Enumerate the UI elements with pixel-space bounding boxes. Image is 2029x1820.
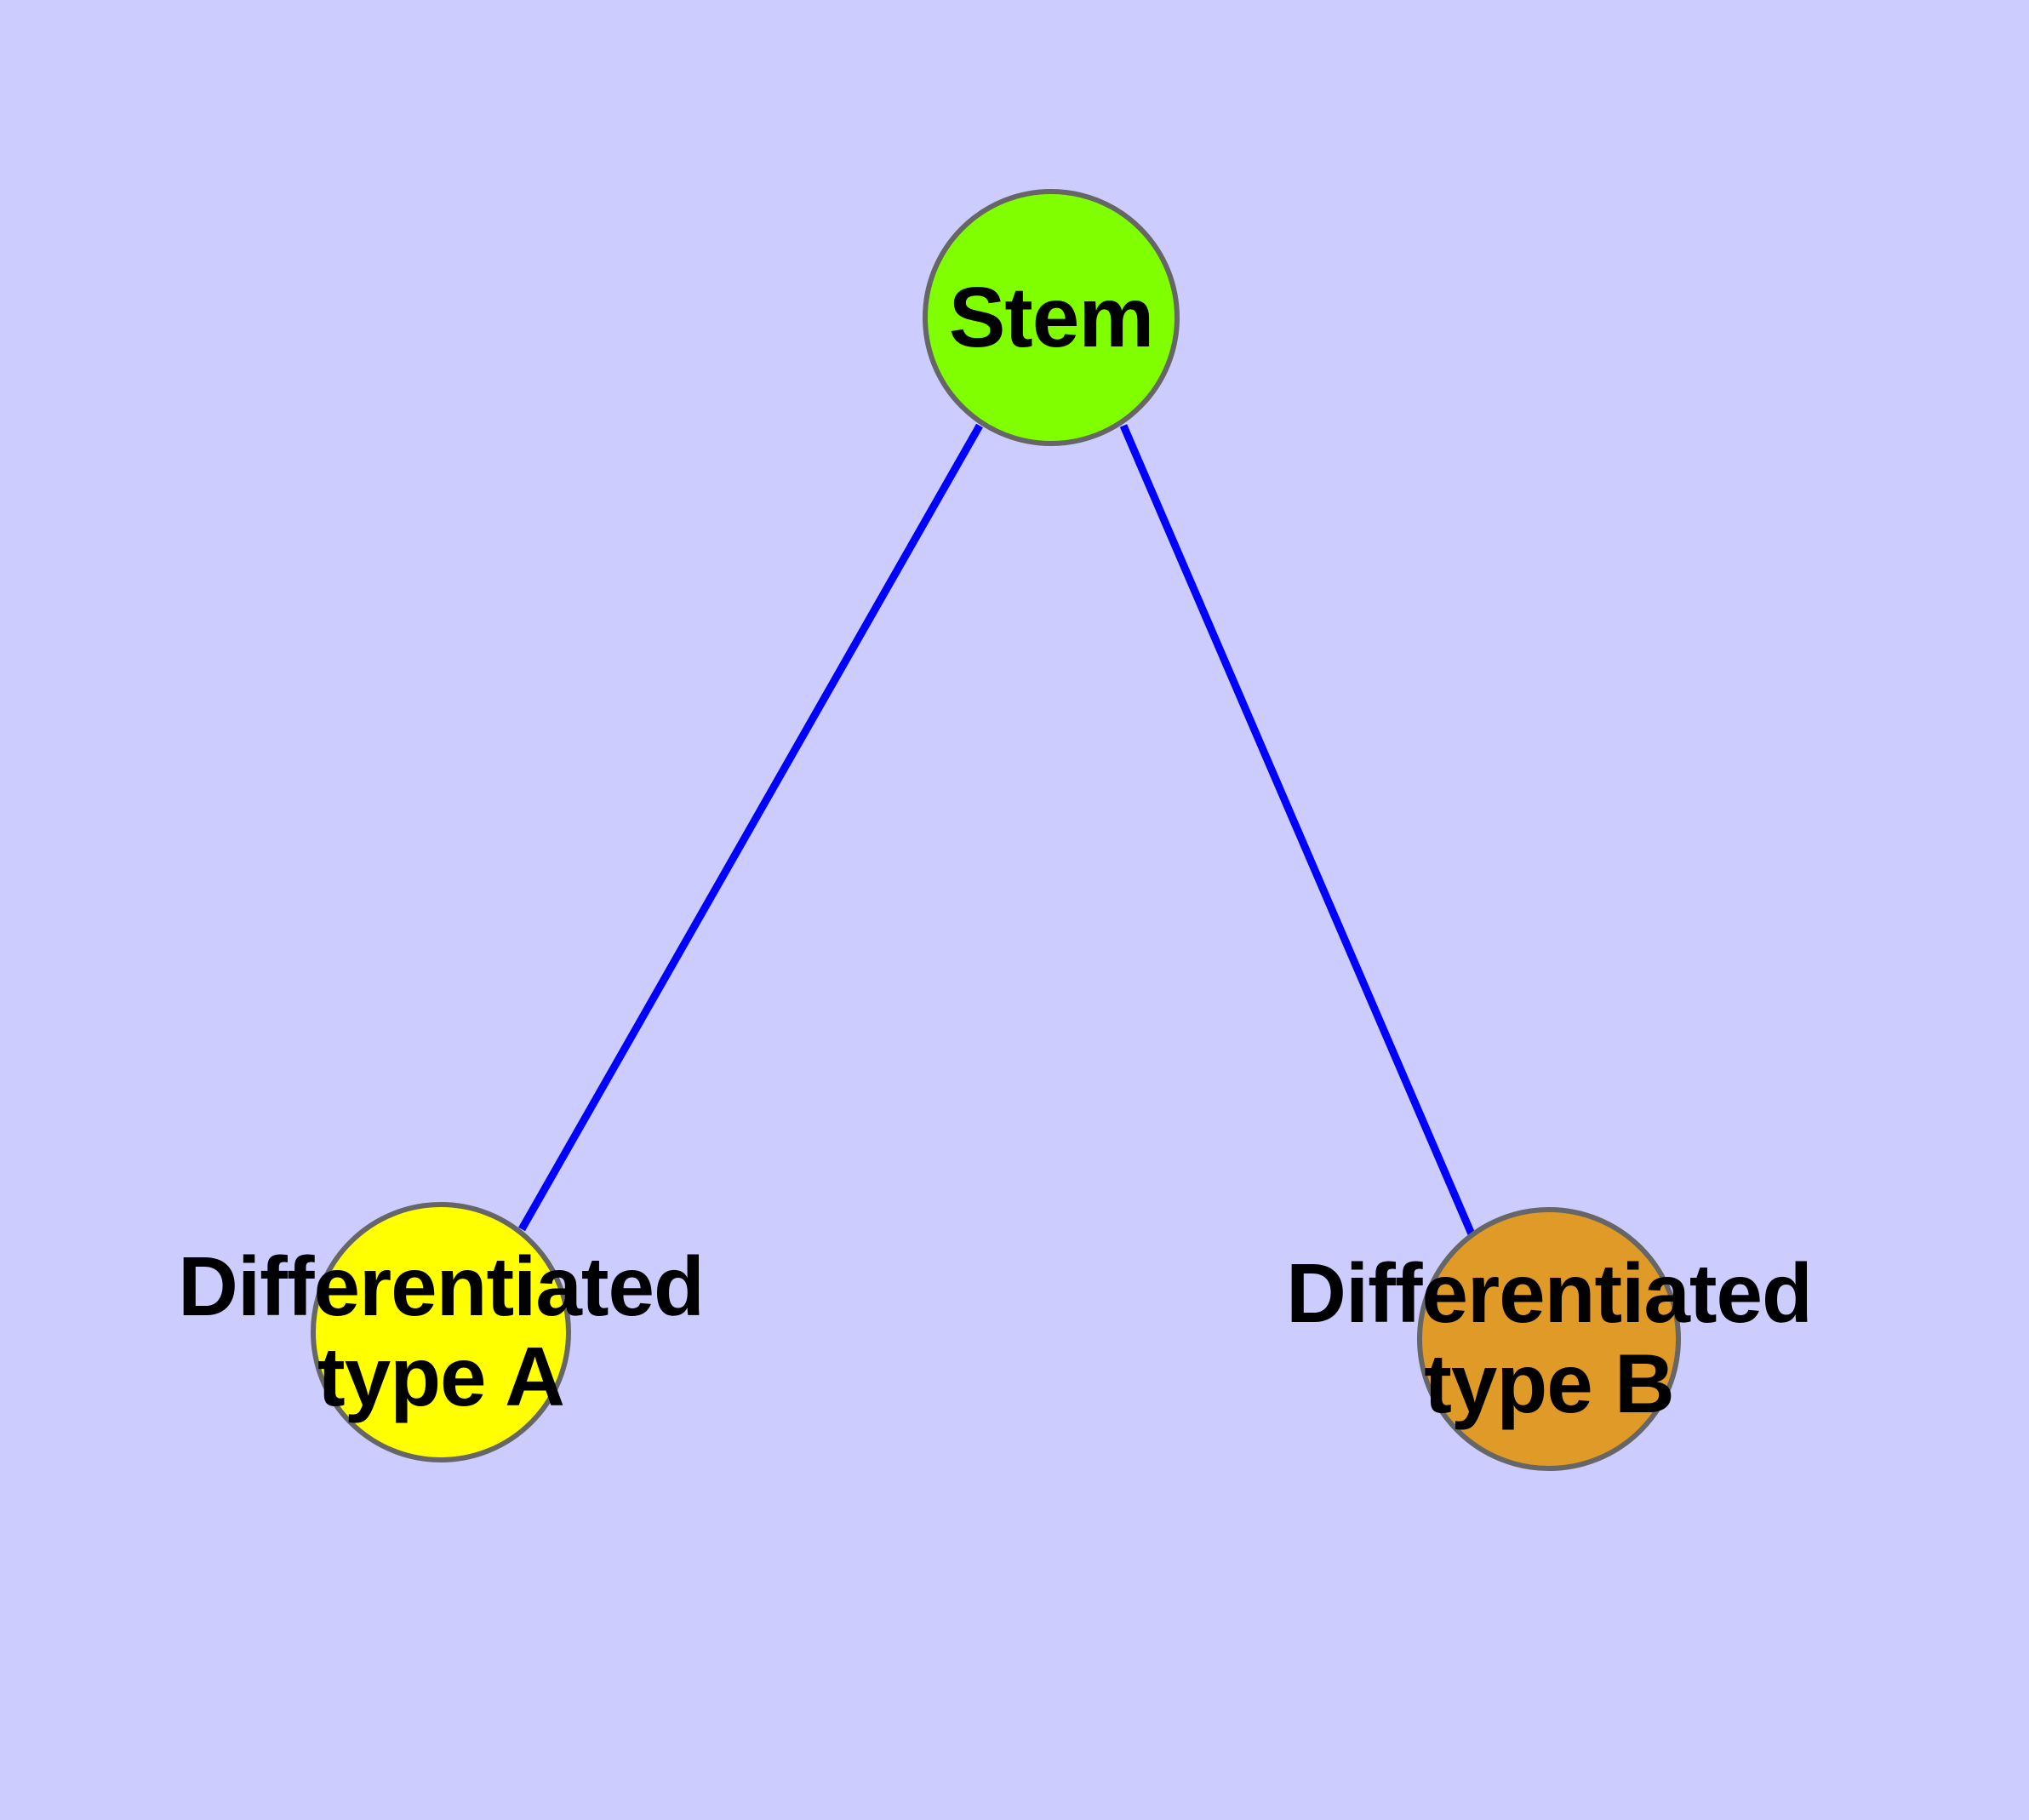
- edge-stem-to-diff_a[interactable]: [518, 423, 983, 1232]
- node-stem[interactable]: [923, 189, 1180, 446]
- node-diff_b[interactable]: [1417, 1207, 1681, 1471]
- node-diff_a[interactable]: [311, 1202, 571, 1462]
- node-label-diff_b: Differentiated type B: [1286, 1246, 1813, 1430]
- edge-stem-to-diff_b[interactable]: [1119, 424, 1477, 1238]
- node-label-stem: Stem: [948, 270, 1155, 365]
- node-label-diff_a: Differentiated type A: [178, 1239, 705, 1423]
